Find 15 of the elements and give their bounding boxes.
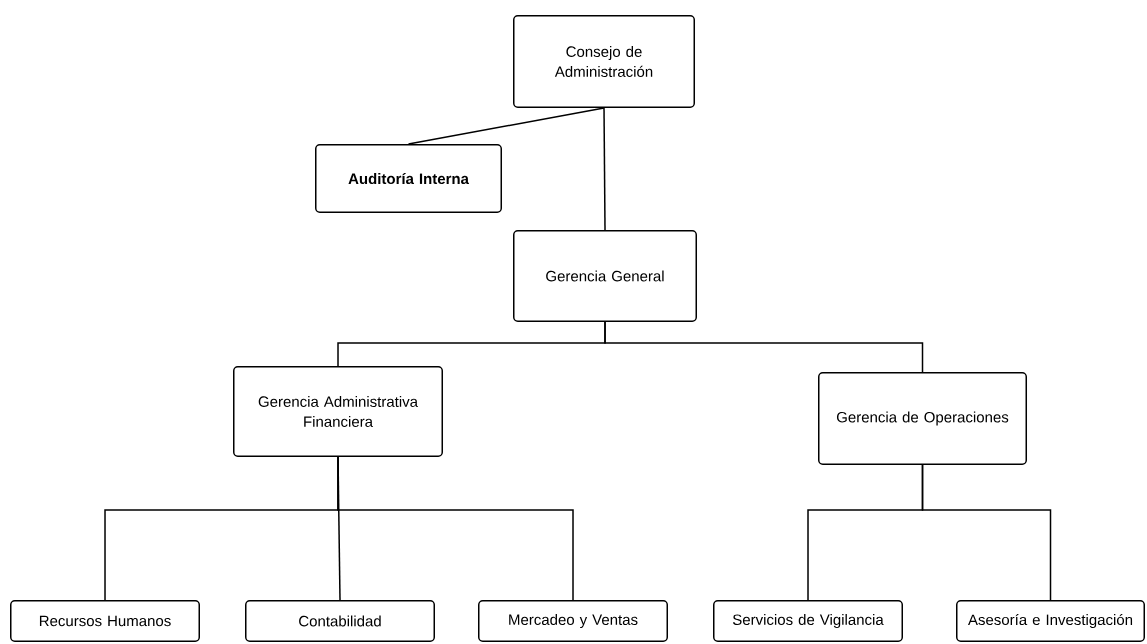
- org-box: Auditoría Interna: [315, 144, 502, 213]
- org-box: Consejo de Administración: [513, 15, 695, 108]
- connector-line: [337, 456, 574, 601]
- connector-line: [407, 107, 605, 145]
- org-box: Servicios de Vigilancia: [713, 600, 903, 642]
- org-box: Mercadeo y Ventas: [478, 600, 668, 642]
- connector-line: [603, 107, 606, 231]
- org-box: Gerencia de Operaciones: [818, 372, 1027, 465]
- org-box: Gerencia General: [513, 230, 697, 322]
- org-box: Gerencia Administrativa Financiera: [233, 366, 443, 457]
- connector-line: [921, 464, 1052, 601]
- org-box: Asesoría e Investigación: [956, 600, 1145, 642]
- org-box: Contabilidad: [245, 600, 435, 642]
- connector-line: [604, 321, 924, 373]
- org-box: Recursos Humanos: [10, 600, 200, 642]
